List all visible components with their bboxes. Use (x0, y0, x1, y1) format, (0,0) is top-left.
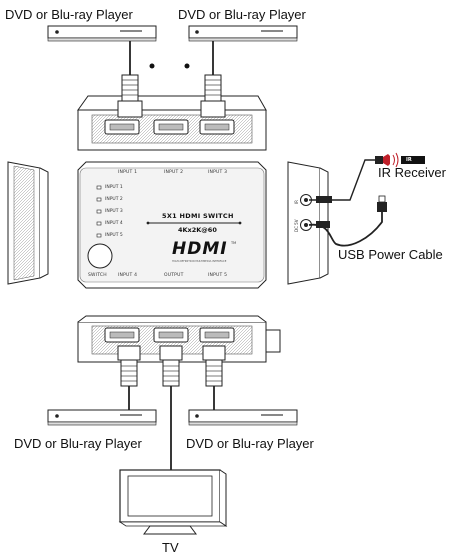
switch-left-side (7, 161, 49, 285)
label-usb-power-cable: USB Power Cable (338, 247, 443, 262)
hdmi-logo-subtitle: HIGH-DEFINITION MULTIMEDIA INTERFACE (172, 260, 227, 263)
switch-right-side (287, 161, 329, 285)
led-label-input4: INPUT 4 (105, 221, 123, 226)
front-port-label-input2: INPUT 2 (164, 170, 184, 175)
switch-button-label: SWITCH (88, 273, 107, 278)
hdmi-plug-bottom-center (159, 345, 183, 470)
side-label-dc: DC 5V (294, 219, 299, 232)
dot-marker (149, 63, 155, 69)
usb-power-cable (308, 195, 387, 247)
dvd-player-bottom-right (188, 409, 298, 426)
switch-top-view (77, 95, 267, 151)
hdmi-plug-top-right (200, 74, 226, 118)
hdmi-plug-top-left (117, 74, 143, 118)
label-player-bottom-right: DVD or Blu-ray Player (186, 436, 314, 451)
hdmi-logo-tm: TM (231, 241, 237, 245)
label-player-top-left: DVD or Blu-ray Player (5, 7, 133, 22)
front-port-label-input3: INPUT 3 (208, 170, 228, 175)
dvd-player-bottom-left (47, 409, 157, 426)
hdmi-plug-bottom-right (202, 345, 226, 410)
front-port-label-input4: INPUT 4 (118, 273, 138, 278)
led-label-input1: INPUT 1 (105, 185, 123, 190)
front-port-label-output: OUTPUT (164, 273, 184, 278)
led-label-input3: INPUT 3 (105, 209, 123, 214)
switch-front-view (77, 161, 267, 289)
label-player-bottom-left: DVD or Blu-ray Player (14, 436, 142, 451)
label-ir-receiver: IR Receiver (378, 165, 446, 180)
label-tv: TV (162, 540, 179, 555)
switch-title: 5X1 HDMI SWITCH (162, 212, 234, 220)
hdmi-logo: HDMI (172, 239, 228, 259)
dvd-player-top-right (188, 25, 298, 75)
tv (118, 469, 228, 535)
side-label-ir: IR (294, 200, 299, 204)
front-port-label-input1: INPUT 1 (118, 170, 138, 175)
dvd-player-top-left (47, 25, 157, 75)
hdmi-plug-bottom-left (117, 345, 141, 410)
front-port-label-input5: INPUT 5 (208, 273, 228, 278)
label-player-top-right: DVD or Blu-ray Player (178, 7, 306, 22)
ir-receiver-cable (309, 152, 425, 203)
led-label-input5: INPUT 5 (105, 233, 123, 238)
ir-receiver-tag: IR (405, 157, 413, 164)
switch-resolution: 4Kx2K@60 (178, 226, 217, 234)
dot-marker (184, 63, 190, 69)
led-label-input2: INPUT 2 (105, 197, 123, 202)
